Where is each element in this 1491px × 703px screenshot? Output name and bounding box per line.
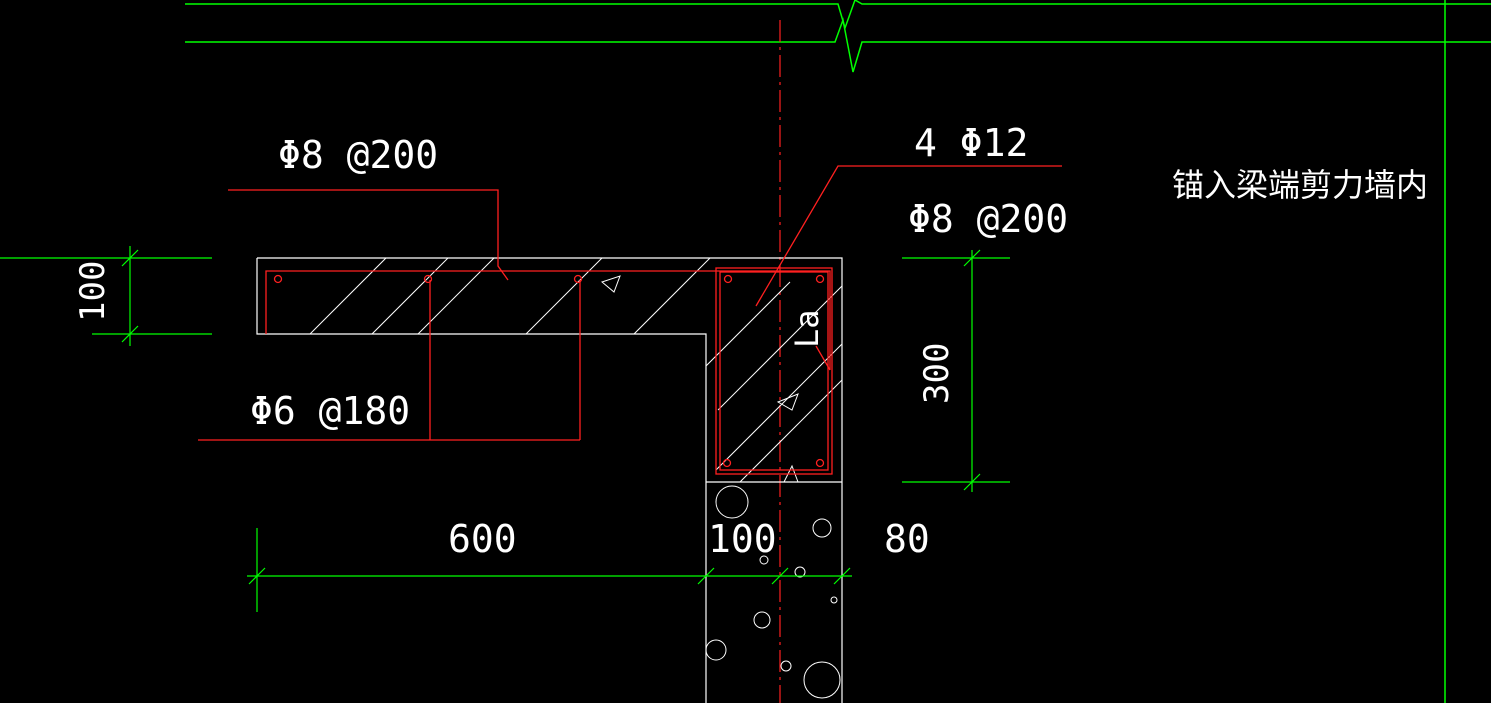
beam-extension-dim: 80 xyxy=(884,517,930,561)
slab-length-dim: 600 xyxy=(448,517,517,561)
beam-stirrup-label: Φ8 @200 xyxy=(908,197,1068,241)
top-boundary-lines xyxy=(185,0,1491,703)
concrete-outline xyxy=(256,257,843,703)
dimension-lines xyxy=(0,246,1010,612)
beam-height-dim: 300 xyxy=(917,343,957,404)
beam-longitudinal-label: 4 Φ12 xyxy=(914,121,1028,165)
wall-width-dim: 100 xyxy=(708,517,777,561)
wall-aggregate xyxy=(705,485,841,699)
slab-thickness-dim: 100 xyxy=(73,261,113,322)
anchorage-label: La xyxy=(788,309,826,348)
anchor-note: 锚入梁端剪力墙内 xyxy=(1172,166,1428,204)
bottom-slab-rebar-label: Φ6 @180 xyxy=(250,389,410,433)
rebar xyxy=(198,165,1062,475)
top-slab-rebar-label: Φ8 @200 xyxy=(278,133,438,177)
concrete-hatching xyxy=(309,257,843,483)
